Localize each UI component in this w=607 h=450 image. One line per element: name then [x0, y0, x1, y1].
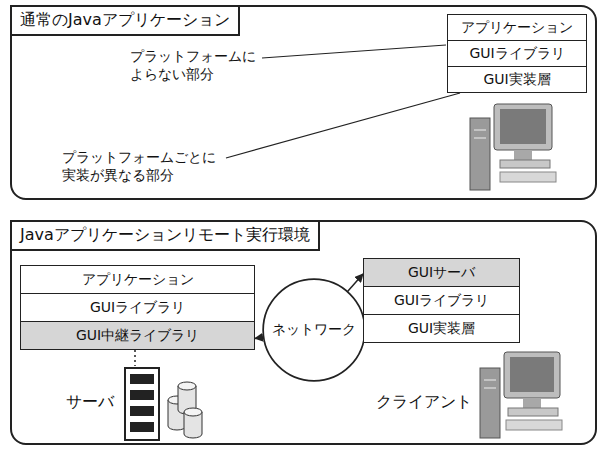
node-label: ネットワーク	[266, 321, 362, 339]
layer-box: GUI実装層	[447, 66, 587, 93]
node-label: GUIライブラリ	[388, 292, 495, 310]
computer-icon	[470, 104, 556, 190]
node-label: GUI実装層	[477, 71, 556, 89]
leader-line	[262, 45, 446, 58]
annotation-label: クライアント	[376, 392, 472, 413]
network-arrow	[348, 274, 363, 292]
annotation-label: プラットフォームごとに 実装が異なる部分	[62, 148, 216, 184]
layer-box: アプリケーション	[20, 265, 255, 294]
dotted-link	[134, 350, 136, 366]
layer-box: GUIライブラリ	[20, 293, 255, 322]
leader-line	[226, 93, 460, 158]
node-label: GUIライブラリ	[463, 45, 570, 63]
node-label: GUIライブラリ	[84, 299, 191, 317]
node-label: アプリケーション	[76, 271, 200, 289]
node-label: アプリケーション	[455, 19, 579, 37]
layer-box: GUI実装層	[363, 314, 520, 343]
node-label: GUIサーバ	[402, 264, 481, 282]
network-circle: ネットワーク	[262, 278, 366, 382]
computer-icon	[480, 352, 562, 438]
panel-title: 通常のJavaアプリケーション	[10, 5, 240, 36]
node-label: GUI中継ライブラリ	[70, 327, 205, 345]
layer-box: GUIライブラリ	[363, 286, 520, 315]
node-label: GUI実装層	[402, 320, 481, 338]
layer-box: アプリケーション	[447, 14, 587, 41]
annotation-label: サーバ	[66, 392, 114, 413]
panel-title: Javaアプリケーションリモート実行環境	[10, 220, 320, 251]
layer-box: GUI中継ライブラリ	[20, 321, 255, 350]
layer-box: GUIライブラリ	[447, 40, 587, 67]
layer-box: GUIサーバ	[363, 258, 520, 287]
network-arrow	[255, 337, 264, 338]
server-icon	[125, 368, 202, 440]
annotation-label: プラットフォームに よらない部分	[130, 47, 256, 83]
